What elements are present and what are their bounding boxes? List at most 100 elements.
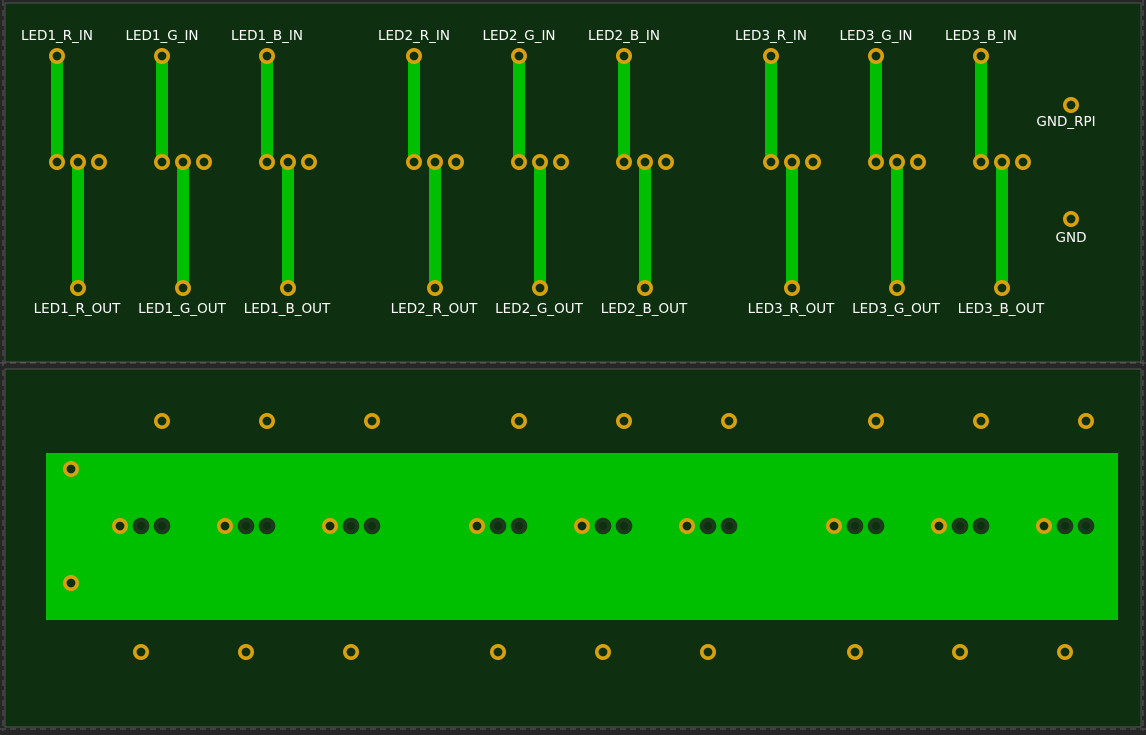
through-hole-pad[interactable] — [783, 154, 800, 171]
through-hole-pad[interactable] — [762, 47, 779, 64]
copper-trace[interactable] — [786, 162, 798, 288]
smd-pad[interactable] — [699, 517, 717, 535]
through-hole-pad[interactable] — [930, 517, 947, 534]
through-hole-pad[interactable] — [657, 154, 674, 171]
through-hole-pad[interactable] — [363, 412, 380, 429]
through-hole-pad[interactable] — [405, 47, 422, 64]
through-hole-pad[interactable] — [91, 154, 108, 171]
through-hole-pad[interactable] — [175, 279, 192, 296]
through-hole-pad[interactable] — [258, 412, 275, 429]
through-hole-pad[interactable] — [321, 517, 338, 534]
smd-pad[interactable] — [1056, 517, 1074, 535]
through-hole-pad[interactable] — [112, 517, 129, 534]
smd-pad[interactable] — [237, 517, 255, 535]
top-board[interactable] — [4, 2, 1142, 363]
through-hole-pad[interactable] — [63, 460, 80, 477]
copper-trace[interactable] — [765, 56, 777, 162]
through-hole-pad[interactable] — [888, 154, 905, 171]
through-hole-pad[interactable] — [279, 279, 296, 296]
through-hole-pad[interactable] — [762, 154, 779, 171]
copper-trace[interactable] — [534, 162, 546, 288]
copper-trace[interactable] — [870, 56, 882, 162]
copper-trace[interactable] — [177, 162, 189, 288]
through-hole-pad[interactable] — [405, 154, 422, 171]
through-hole-pad[interactable] — [615, 154, 632, 171]
through-hole-pad[interactable] — [972, 412, 989, 429]
smd-pad[interactable] — [846, 517, 864, 535]
through-hole-pad[interactable] — [258, 154, 275, 171]
through-hole-pad[interactable] — [867, 412, 884, 429]
through-hole-pad[interactable] — [552, 154, 569, 171]
copper-trace[interactable] — [996, 162, 1008, 288]
through-hole-pad[interactable] — [951, 643, 968, 660]
through-hole-pad[interactable] — [1036, 517, 1053, 534]
copper-trace[interactable] — [513, 56, 525, 162]
through-hole-pad[interactable] — [573, 517, 590, 534]
smd-pad[interactable] — [615, 517, 633, 535]
through-hole-pad[interactable] — [825, 517, 842, 534]
smd-pad[interactable] — [153, 517, 171, 535]
through-hole-pad[interactable] — [1014, 154, 1031, 171]
through-hole-pad[interactable] — [993, 154, 1010, 171]
through-hole-pad[interactable] — [804, 154, 821, 171]
smd-pad[interactable] — [342, 517, 360, 535]
copper-trace[interactable] — [72, 162, 84, 288]
through-hole-pad[interactable] — [846, 643, 863, 660]
through-hole-pad[interactable] — [447, 154, 464, 171]
through-hole-pad[interactable] — [888, 279, 905, 296]
smd-pad[interactable] — [867, 517, 885, 535]
copper-trace[interactable] — [618, 56, 630, 162]
smd-pad[interactable] — [594, 517, 612, 535]
through-hole-pad[interactable] — [636, 154, 653, 171]
smd-pad[interactable] — [132, 517, 150, 535]
through-hole-pad[interactable] — [972, 154, 989, 171]
through-hole-pad[interactable] — [48, 47, 65, 64]
through-hole-pad[interactable] — [636, 279, 653, 296]
through-hole-pad[interactable] — [489, 643, 506, 660]
smd-pad[interactable] — [720, 517, 738, 535]
through-hole-pad[interactable] — [238, 643, 255, 660]
through-hole-pad[interactable] — [154, 412, 171, 429]
through-hole-pad[interactable] — [510, 47, 527, 64]
through-hole-pad[interactable] — [1078, 412, 1095, 429]
through-hole-pad[interactable] — [867, 47, 884, 64]
through-hole-pad[interactable] — [909, 154, 926, 171]
through-hole-pad[interactable] — [531, 279, 548, 296]
through-hole-pad[interactable] — [48, 154, 65, 171]
copper-trace[interactable] — [282, 162, 294, 288]
smd-pad[interactable] — [510, 517, 528, 535]
through-hole-pad[interactable] — [279, 154, 296, 171]
copper-pour[interactable] — [46, 453, 1118, 620]
through-hole-pad[interactable] — [510, 412, 527, 429]
copper-trace[interactable] — [975, 56, 987, 162]
copper-trace[interactable] — [408, 56, 420, 162]
through-hole-pad[interactable] — [70, 279, 87, 296]
through-hole-pad[interactable] — [217, 517, 234, 534]
copper-trace[interactable] — [261, 56, 273, 162]
smd-pad[interactable] — [951, 517, 969, 535]
through-hole-pad[interactable] — [615, 47, 632, 64]
through-hole-pad[interactable] — [175, 154, 192, 171]
through-hole-pad[interactable] — [531, 154, 548, 171]
through-hole-pad[interactable] — [783, 279, 800, 296]
through-hole-pad[interactable] — [594, 643, 611, 660]
copper-trace[interactable] — [891, 162, 903, 288]
smd-pad[interactable] — [363, 517, 381, 535]
through-hole-pad[interactable] — [867, 154, 884, 171]
through-hole-pad[interactable] — [699, 643, 716, 660]
through-hole-pad[interactable] — [615, 412, 632, 429]
smd-pad[interactable] — [258, 517, 276, 535]
through-hole-pad[interactable] — [154, 47, 171, 64]
through-hole-pad[interactable] — [63, 574, 80, 591]
through-hole-pad[interactable] — [993, 279, 1010, 296]
through-hole-pad[interactable] — [1057, 643, 1074, 660]
through-hole-pad[interactable] — [258, 47, 275, 64]
through-hole-pad[interactable] — [133, 643, 150, 660]
through-hole-pad[interactable] — [342, 643, 359, 660]
through-hole-pad[interactable] — [154, 154, 171, 171]
copper-trace[interactable] — [429, 162, 441, 288]
through-hole-pad[interactable] — [1063, 211, 1080, 228]
copper-trace[interactable] — [639, 162, 651, 288]
